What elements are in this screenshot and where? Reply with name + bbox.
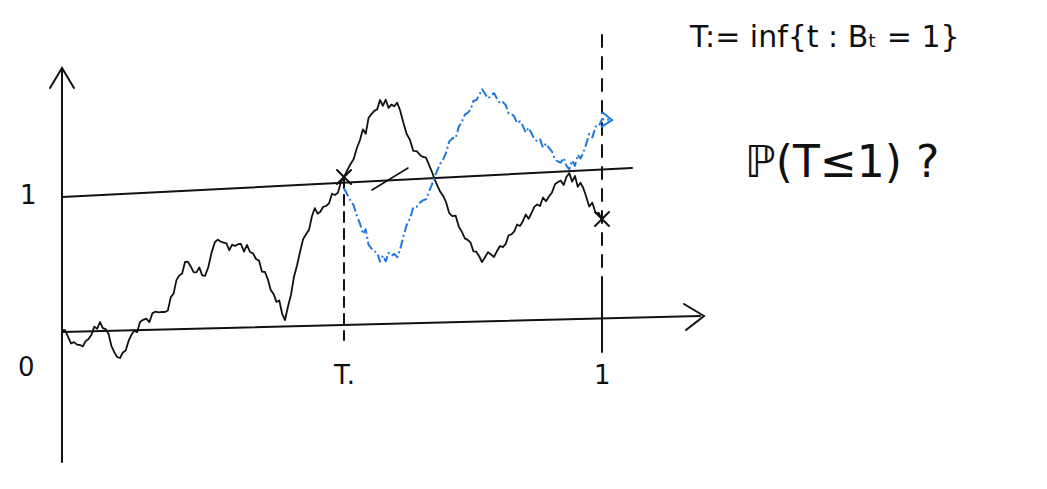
y-axis — [61, 70, 63, 462]
origin-label: 0 — [18, 354, 35, 380]
brownian-path — [62, 100, 602, 358]
sample-paths — [62, 89, 612, 358]
question-formula: ℙ(T≤1) ? — [745, 140, 939, 184]
hitting-time-marker — [343, 178, 345, 340]
pointer-stroke — [372, 168, 408, 190]
x-axis — [62, 316, 700, 332]
x-tick-label: 1 — [594, 362, 611, 388]
x-tick-label: T. — [334, 362, 355, 388]
reflected-path — [344, 89, 612, 261]
time-one-tick — [601, 290, 603, 352]
y-tick-label: 1 — [20, 182, 37, 208]
y-axis-arrowhead — [50, 68, 74, 88]
time-one-marker — [601, 35, 603, 290]
x-axis-arrowhead — [684, 304, 704, 330]
hitting-time-definition: T:= inf{t : Bₜ = 1} — [690, 22, 960, 52]
axes — [50, 35, 704, 462]
reflected-path-arrowhead — [601, 112, 612, 127]
